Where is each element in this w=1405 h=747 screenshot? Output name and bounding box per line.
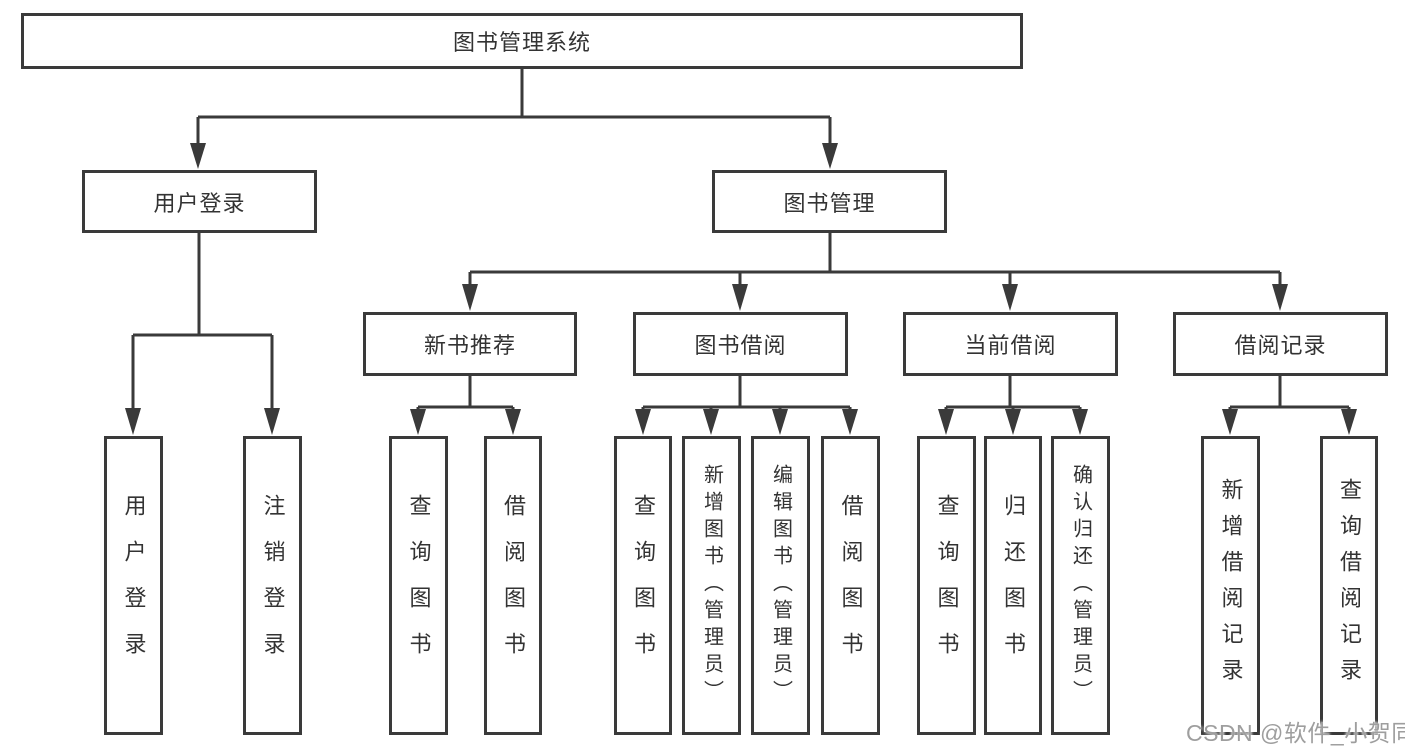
leaf-borrow-query-books: 查询图书: [614, 436, 672, 735]
arrow-down-icon: [842, 409, 858, 435]
connector-book-mgmt-to-level3: [468, 233, 1282, 285]
leaf-logout-label: 注销登录: [260, 493, 286, 678]
arrow-down-icon: [703, 409, 719, 435]
node-user-login: 用户登录: [82, 170, 317, 233]
arrow-down-icon: [772, 409, 788, 435]
leaf-record-add-borrow-record: 新增借阅记录: [1201, 436, 1260, 735]
leaf-borrow-add-books-admin: 新增图书（管理员）: [682, 436, 741, 735]
arrow-down-icon: [1005, 409, 1021, 435]
leaf-current-confirm-return-admin-label: 确认归还（管理员）: [1069, 464, 1092, 707]
node-new-book-rec-label: 新书推荐: [423, 333, 516, 358]
leaf-logout: 注销登录: [243, 436, 302, 735]
leaf-user-login: 用户登录: [104, 436, 163, 735]
arrow-down-icon: [938, 409, 954, 435]
node-current-borrow-label: 当前借阅: [964, 333, 1057, 358]
node-book-mgmt-label: 图书管理: [783, 190, 876, 216]
node-root-system: 图书管理系统: [21, 13, 1023, 69]
node-new-book-rec: 新书推荐: [363, 312, 577, 376]
leaf-newbook-borrow-books: 借阅图书: [484, 436, 542, 735]
leaf-borrow-add-books-admin-label: 新增图书（管理员）: [700, 464, 723, 707]
arrow-down-icon: [822, 143, 838, 169]
arrow-down-icon: [125, 408, 141, 435]
leaf-borrow-edit-books-admin: 编辑图书（管理员）: [751, 436, 810, 735]
connector-new-book-rec-group: [416, 376, 515, 410]
csdn-watermark: CSDN @软件_小贺同学: [1186, 720, 1405, 746]
connector-root-to-level2: [196, 68, 832, 144]
node-current-borrow: 当前借阅: [903, 312, 1118, 376]
arrow-down-icon: [1341, 409, 1357, 435]
node-borrow-record-label: 借阅记录: [1234, 333, 1327, 358]
node-user-login-label: 用户登录: [153, 190, 246, 216]
connector-book-borrow-group: [641, 376, 852, 410]
arrow-down-icon: [505, 409, 521, 435]
arrow-down-icon: [190, 143, 206, 169]
arrow-down-icon: [1222, 409, 1238, 435]
leaf-user-login-label: 用户登录: [121, 493, 147, 678]
leaf-record-query-borrow-record: 查询借阅记录: [1320, 436, 1378, 735]
arrow-down-icon: [264, 408, 280, 435]
node-book-borrow: 图书借阅: [633, 312, 848, 376]
connector-current-borrow-group: [944, 376, 1082, 410]
leaf-newbook-query-books: 查询图书: [389, 436, 448, 735]
connector-borrow-record-group: [1228, 376, 1351, 410]
arrow-down-icon: [1072, 409, 1088, 435]
node-root-label: 图书管理系统: [452, 30, 591, 55]
leaf-newbook-borrow-books-label: 借阅图书: [501, 493, 526, 678]
leaf-borrow-borrow-books-label: 借阅图书: [838, 493, 864, 678]
leaf-current-return-books-label: 归还图书: [1001, 493, 1026, 678]
node-borrow-record: 借阅记录: [1173, 312, 1388, 376]
leaf-record-query-borrow-record-label: 查询借阅记录: [1337, 477, 1362, 694]
arrow-down-icon: [1272, 284, 1288, 311]
arrow-down-icon: [635, 409, 651, 435]
arrow-down-icon: [732, 284, 748, 311]
node-book-mgmt: 图书管理: [712, 170, 947, 233]
leaf-current-query-books-label: 查询图书: [934, 493, 960, 678]
leaf-current-return-books: 归还图书: [984, 436, 1042, 735]
leaf-current-query-books: 查询图书: [917, 436, 976, 735]
leaf-record-add-borrow-record-label: 新增借阅记录: [1218, 477, 1244, 694]
connector-user-login-group: [131, 233, 274, 409]
arrow-down-icon: [1002, 284, 1018, 311]
leaf-current-confirm-return-admin: 确认归还（管理员）: [1051, 436, 1110, 735]
node-book-borrow-label: 图书借阅: [694, 333, 787, 358]
leaf-newbook-query-books-label: 查询图书: [406, 493, 432, 678]
leaf-borrow-query-books-label: 查询图书: [631, 493, 656, 678]
leaf-borrow-edit-books-admin-label: 编辑图书（管理员）: [769, 464, 792, 707]
arrow-down-icon: [410, 409, 426, 435]
arrow-down-icon: [462, 284, 478, 311]
leaf-borrow-borrow-books: 借阅图书: [821, 436, 880, 735]
